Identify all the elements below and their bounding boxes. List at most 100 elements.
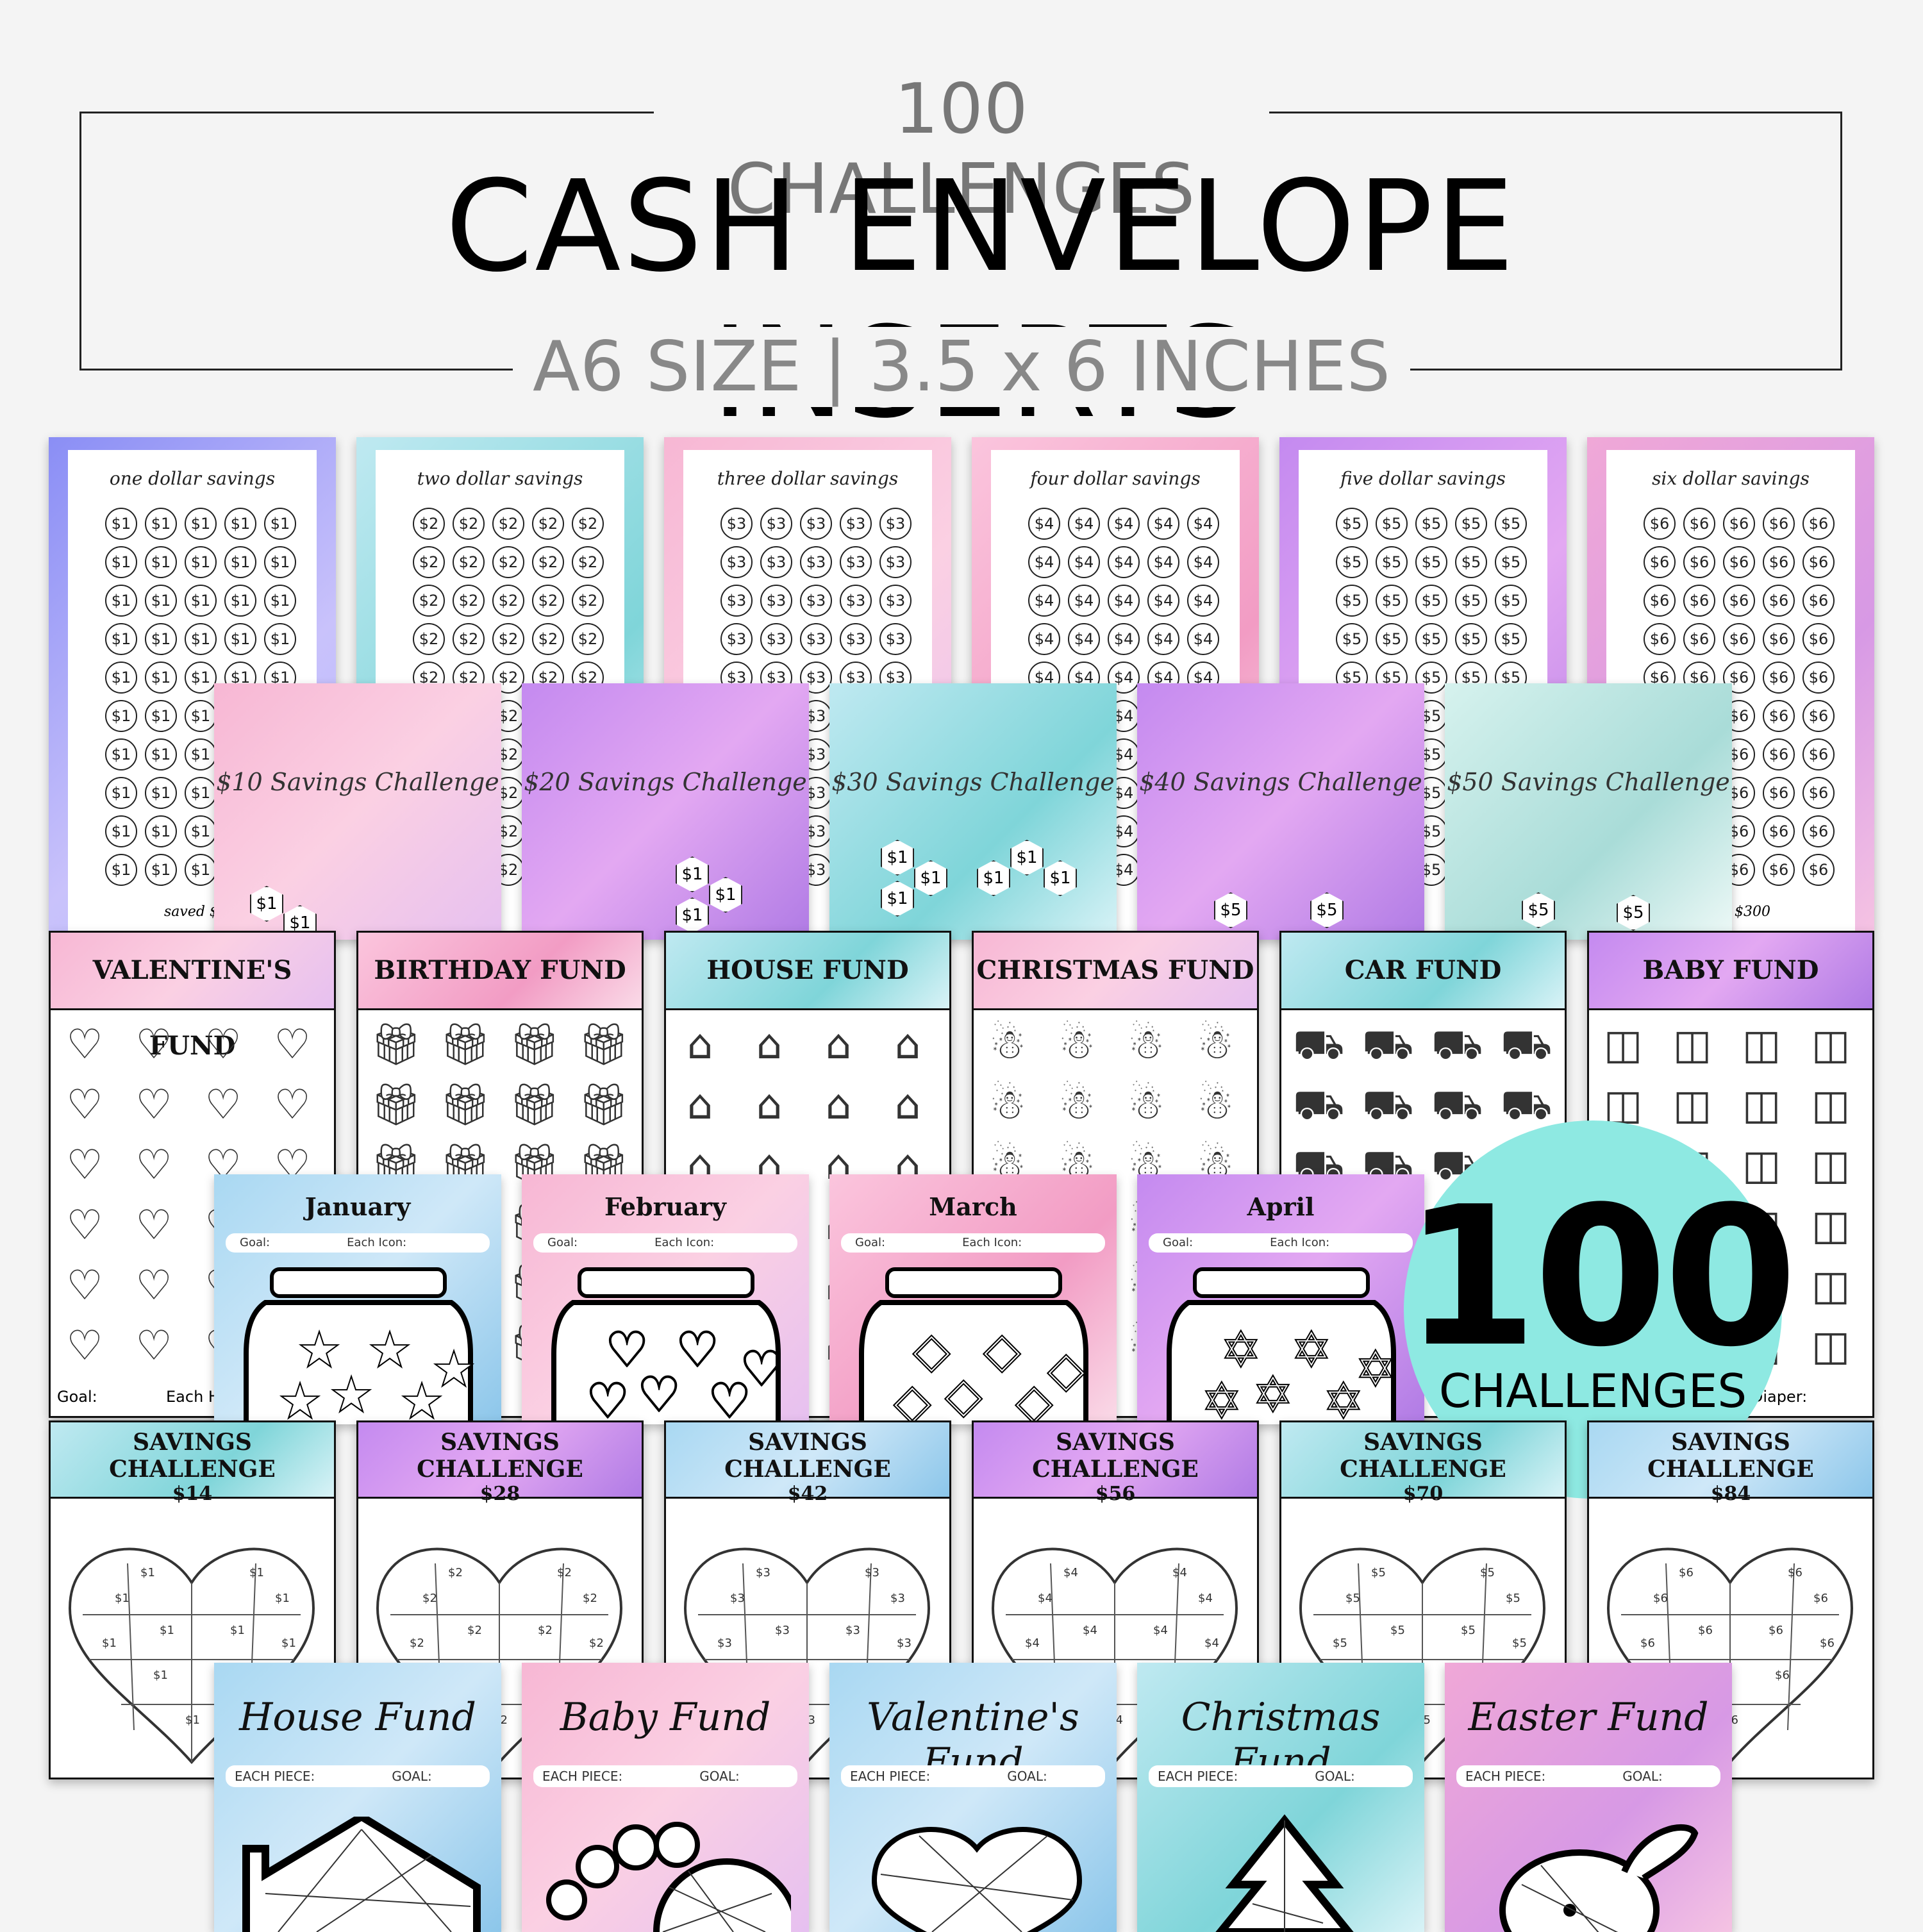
fund-icon: ☃ xyxy=(1128,1021,1165,1069)
coin-circle: $1 xyxy=(185,662,217,694)
coin-circle: $1 xyxy=(185,854,217,886)
coin-circle: $2 xyxy=(413,546,445,578)
coin-circle: $6 xyxy=(1802,738,1835,770)
fund-icon: ☃ xyxy=(989,1021,1026,1069)
coin-circle: $1 xyxy=(185,585,217,617)
coin-sheet-title: five dollar savings xyxy=(1340,468,1506,489)
fund-icon: ⌂ xyxy=(825,1021,852,1069)
hex-card-title: $20 Savings Challenge xyxy=(524,768,807,796)
coin-circle: $4 xyxy=(1028,546,1060,578)
fund-icon: ⛟ xyxy=(1501,1081,1553,1129)
coin-circle: $5 xyxy=(1455,546,1487,578)
coin-circle: $6 xyxy=(1763,508,1795,540)
coin-circle: $5 xyxy=(1336,585,1368,617)
coin-circle: $4 xyxy=(1108,508,1140,540)
hex-card-title: $30 Savings Challenge xyxy=(831,768,1115,796)
puzzle-piece-value: $2 xyxy=(410,1636,424,1650)
fund-icon: ⌂ xyxy=(825,1081,852,1129)
shape-card-bar: EACH PIECE:GOAL: xyxy=(1456,1765,1720,1787)
coin-circle: $1 xyxy=(185,700,217,732)
fund-icon: ☃ xyxy=(1128,1081,1165,1129)
fund-icon: ☃ xyxy=(989,1081,1026,1129)
coin-circle: $5 xyxy=(1415,585,1447,617)
coin-circle: $1 xyxy=(264,546,296,578)
jar-lid xyxy=(578,1267,754,1298)
jar-card-april: April Goal:Each Icon: ✡✡✡✡✡✡ xyxy=(1137,1174,1424,1424)
jar-goal-bar: Goal:Each Icon: xyxy=(533,1233,797,1253)
fund-icon: ◫ xyxy=(1672,1021,1712,1069)
puzzle-piece-value: $2 xyxy=(538,1624,553,1637)
coin-circle: $1 xyxy=(185,508,217,540)
puzzle-piece-value: $3 xyxy=(845,1624,860,1637)
badge-number: 100 xyxy=(1404,1165,1797,1389)
puzzle-piece-value: $4 xyxy=(1038,1592,1053,1605)
fund-icon: 🎁︎ xyxy=(508,1081,561,1129)
coin-circle: $5 xyxy=(1455,623,1487,655)
coin-circle: $4 xyxy=(1147,546,1179,578)
jar-goal-label: Goal: xyxy=(855,1236,886,1249)
jar-each-label: Each Icon: xyxy=(1270,1236,1330,1249)
puzzle-piece-value: $2 xyxy=(467,1624,482,1637)
hex-piece: $5 xyxy=(1522,892,1555,928)
jar-lid xyxy=(1193,1267,1370,1298)
jar-slot: ♡ xyxy=(708,1372,751,1424)
puzzle-amount: $56 xyxy=(1095,1483,1136,1505)
jar-goal-bar: Goal: Each Icon: xyxy=(841,1233,1105,1253)
coin-circle: $5 xyxy=(1415,546,1447,578)
fund-sheet-title: VALENTINE'S FUND xyxy=(51,933,334,1061)
coin-circle: $3 xyxy=(840,623,872,655)
fund-sheet-title: BABY FUND xyxy=(1589,933,1872,1010)
fund-icon: ⛟ xyxy=(1431,1081,1483,1129)
fund-sheet-title: CAR FUND xyxy=(1281,933,1565,1010)
coin-circle: $3 xyxy=(720,585,753,617)
fund-icon: ♡ xyxy=(66,1081,103,1129)
coin-circle: $6 xyxy=(1763,585,1795,617)
fund-icon: ◫ xyxy=(1811,1021,1851,1069)
jar-slot: ◇ xyxy=(1015,1372,1053,1424)
puzzle-piece-value: $5 xyxy=(1390,1624,1405,1637)
fund-icon: ◫ xyxy=(1742,1021,1781,1069)
jar-icon: ✡✡✡✡✡✡ xyxy=(1167,1267,1397,1424)
hex-card-3: $30 Savings Challenge $1 $1 $1 $1 $1 $1 xyxy=(829,683,1117,940)
puzzle-amount: $28 xyxy=(479,1483,520,1505)
fund-icon: ♡ xyxy=(135,1081,172,1129)
each-piece-label: EACH PIECE: xyxy=(850,1769,931,1784)
coin-circle: $4 xyxy=(1068,623,1100,655)
coin-circle: $5 xyxy=(1336,546,1368,578)
coin-circle: $2 xyxy=(532,585,564,617)
puzzle-piece-value: $1 xyxy=(185,1713,200,1727)
fund-icon: 🎁︎ xyxy=(439,1021,492,1069)
shape-card-house: House Fund EACH PIECE:GOAL: xyxy=(214,1663,501,1932)
coin-circle: $6 xyxy=(1802,623,1835,655)
puzzle-title: SAVINGS CHALLENGE xyxy=(1032,1429,1199,1483)
bunny-shape-icon xyxy=(1499,1824,1699,1932)
puzzle-header: SAVINGS CHALLENGE $42 xyxy=(666,1422,949,1505)
jar-icon: ♡♡♡♡♡♡ xyxy=(551,1267,784,1424)
jar-slot: ♡ xyxy=(586,1372,629,1424)
jar-each-label: Each Icon: xyxy=(962,1236,1022,1249)
coin-circle: $2 xyxy=(453,546,485,578)
jar-goal-label: Goal: xyxy=(240,1236,271,1249)
coin-circle: $1 xyxy=(145,662,177,694)
coin-circle: $4 xyxy=(1068,508,1100,540)
goal-label: GOAL: xyxy=(392,1769,432,1784)
puzzle-piece-value: $1 xyxy=(140,1566,155,1579)
fund-sheet-title: CHRISTMAS FUND xyxy=(974,933,1257,1010)
coin-circle: $2 xyxy=(453,623,485,655)
coin-circle: $4 xyxy=(1108,585,1140,617)
coin-sheet-title: three dollar savings xyxy=(717,468,899,489)
coin-circle: $2 xyxy=(453,508,485,540)
puzzle-header: SAVINGS CHALLENGE $56 xyxy=(974,1422,1257,1505)
puzzle-piece-value: $6 xyxy=(1653,1592,1668,1605)
header-subtitle-top: 100 CHALLENGES xyxy=(654,69,1269,229)
coin-circle: $3 xyxy=(800,623,832,655)
fund-icon: ⛟ xyxy=(1293,1021,1345,1069)
fund-icon: ♡ xyxy=(204,1021,242,1069)
challenges-badge: 100 CHALLENGES xyxy=(1404,1120,1797,1499)
jar-slot: ◇ xyxy=(894,1372,931,1424)
fund-icon: ◫ xyxy=(1811,1081,1851,1129)
coin-circle: $6 xyxy=(1763,854,1795,886)
each-piece-label: EACH PIECE: xyxy=(1465,1769,1546,1784)
coin-circle: $1 xyxy=(105,738,137,770)
coin-circle: $6 xyxy=(1763,700,1795,732)
